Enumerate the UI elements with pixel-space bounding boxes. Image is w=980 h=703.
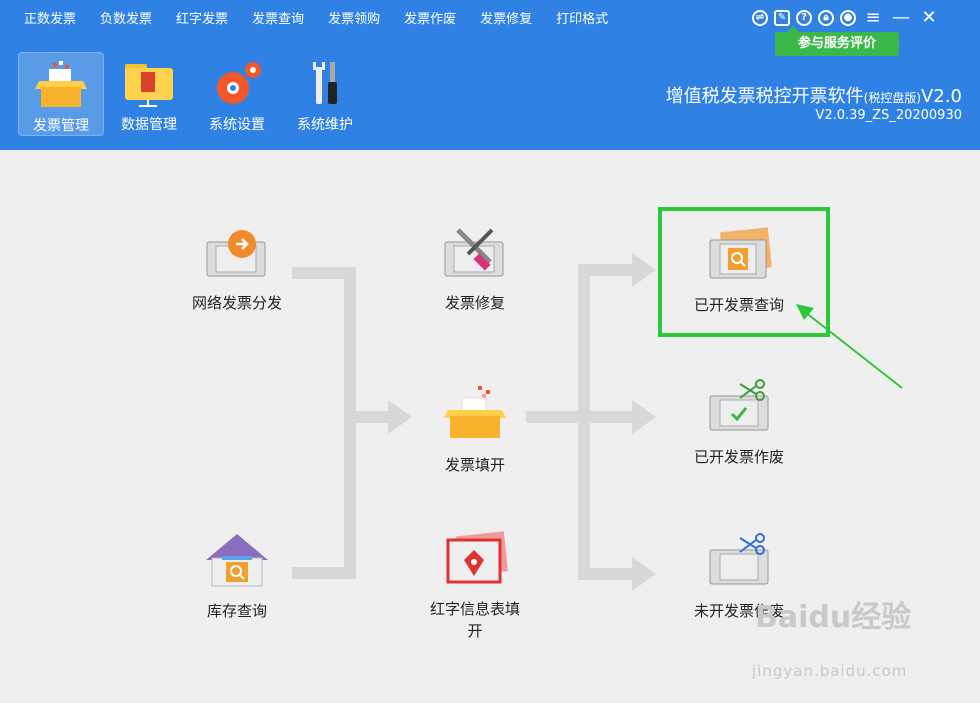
flow-arrow xyxy=(632,253,656,287)
node-label: 库存查询 xyxy=(206,602,267,620)
toolbar-label: 系统维护 xyxy=(297,117,353,133)
invoice-box-icon xyxy=(35,61,87,107)
node-label: 已开发票作废 xyxy=(693,448,784,466)
node-label: 已开发票查询 xyxy=(693,296,784,314)
window-controls: ⇌ ✎ ? 🔒︎ ● ≡ — ✕ xyxy=(752,9,940,27)
flow-arrow xyxy=(632,557,656,591)
menu-item-positive-invoice[interactable]: 正数发票 xyxy=(24,12,77,27)
toolbar-label: 系统设置 xyxy=(209,117,265,133)
user-icon[interactable]: ● xyxy=(840,10,856,26)
toolbar-system-maintenance[interactable]: 系统维护 xyxy=(282,52,368,136)
toolbar-label: 发票管理 xyxy=(33,118,89,134)
node-label: 网络发票分发 xyxy=(191,294,282,312)
node-label: 发票填开 xyxy=(444,456,505,474)
node-invoice-issue[interactable]: 发票填开 xyxy=(415,384,535,476)
app-header: 正数发票 负数发票 红字发票 发票查询 发票领购 发票作废 发票修复 打印格式 … xyxy=(0,0,980,150)
flow-line xyxy=(292,267,352,279)
flow-line xyxy=(344,267,356,579)
app-title: 增值税发票税控开票软件(税控盘版)V2.0 xyxy=(666,82,962,108)
node-network-invoice-distribution[interactable]: 网络发票分发 xyxy=(177,222,297,314)
invoice-box-icon xyxy=(444,386,506,438)
menu-icon[interactable]: ≡ xyxy=(865,7,881,28)
flow-line xyxy=(344,411,390,423)
warehouse-search-icon xyxy=(206,534,268,587)
minimize-icon[interactable]: — xyxy=(892,7,910,28)
highlight-box xyxy=(658,207,830,337)
menu-item-invoice-repair[interactable]: 发票修复 xyxy=(480,12,533,27)
menu-item-print-format[interactable]: 打印格式 xyxy=(556,12,609,27)
node-unissued-invoice-void[interactable]: 未开发票作废 xyxy=(679,530,799,622)
folder-icon xyxy=(125,64,173,107)
flow-line xyxy=(292,567,352,579)
flow-arrow xyxy=(388,400,412,434)
invoice-cut-icon xyxy=(709,379,769,431)
menu-item-negative-invoice[interactable]: 负数发票 xyxy=(100,12,153,27)
flow-line xyxy=(578,411,634,423)
flow-line xyxy=(578,264,634,276)
menu-item-red-invoice[interactable]: 红字发票 xyxy=(176,12,229,27)
node-issued-invoice-void[interactable]: 已开发票作废 xyxy=(679,376,799,468)
node-red-info-form[interactable]: 红字信息表填开 xyxy=(415,528,535,642)
app-version-suffix: V2.0 xyxy=(921,86,962,107)
toolbar-invoice-management[interactable]: 发票管理 xyxy=(18,52,104,136)
annotation-arrow xyxy=(796,304,903,389)
top-menu: 正数发票 负数发票 红字发票 发票查询 发票领购 发票作废 发票修复 打印格式 xyxy=(12,11,620,29)
app-build: V2.0.39_ZS_20200930 xyxy=(815,108,962,123)
help-icon[interactable]: ? xyxy=(796,10,812,26)
app-edition: (税控盘版) xyxy=(863,91,922,105)
toolbar-system-settings[interactable]: 系统设置 xyxy=(194,52,280,136)
node-issued-invoice-query[interactable]: 已开发票查询 xyxy=(679,224,799,316)
node-label: 红字信息表填开 xyxy=(429,600,520,640)
red-form-pen-icon xyxy=(446,531,508,584)
feedback-icon[interactable]: ✎ xyxy=(774,10,790,26)
invoice-share-icon xyxy=(206,230,266,277)
node-invoice-repair[interactable]: 发票修复 xyxy=(415,222,535,314)
toolbar-label: 数据管理 xyxy=(121,117,177,133)
gear-icon xyxy=(217,62,261,104)
lock-icon[interactable]: 🔒︎ xyxy=(818,10,834,26)
node-label: 发票修复 xyxy=(444,294,505,312)
app-title-text: 增值税发票税控开票软件 xyxy=(665,86,864,107)
flow-line xyxy=(526,411,590,423)
close-icon[interactable]: ✕ xyxy=(921,7,937,28)
flow-line xyxy=(578,568,634,580)
baidu-watermark-url: jingyan.baidu.com xyxy=(752,662,908,680)
flow-arrow xyxy=(632,400,656,434)
invoice-cut-icon xyxy=(709,533,769,585)
service-evaluation-button[interactable]: 参与服务评价 xyxy=(775,26,899,56)
menu-item-invoice-void[interactable]: 发票作废 xyxy=(404,12,457,27)
invoice-search-icon xyxy=(709,227,772,279)
toolbar-data-management[interactable]: 数据管理 xyxy=(106,52,192,136)
tools-icon xyxy=(313,62,337,104)
menu-item-invoice-purchase[interactable]: 发票领购 xyxy=(328,12,381,27)
swap-icon[interactable]: ⇌ xyxy=(752,10,768,26)
node-label: 未开发票作废 xyxy=(693,602,784,620)
node-stock-query[interactable]: 库存查询 xyxy=(177,530,297,622)
menu-item-invoice-query[interactable]: 发票查询 xyxy=(252,12,305,27)
baidu-watermark-logo: Baidu经验 xyxy=(755,600,912,635)
wrench-screwdriver-icon xyxy=(444,228,504,277)
